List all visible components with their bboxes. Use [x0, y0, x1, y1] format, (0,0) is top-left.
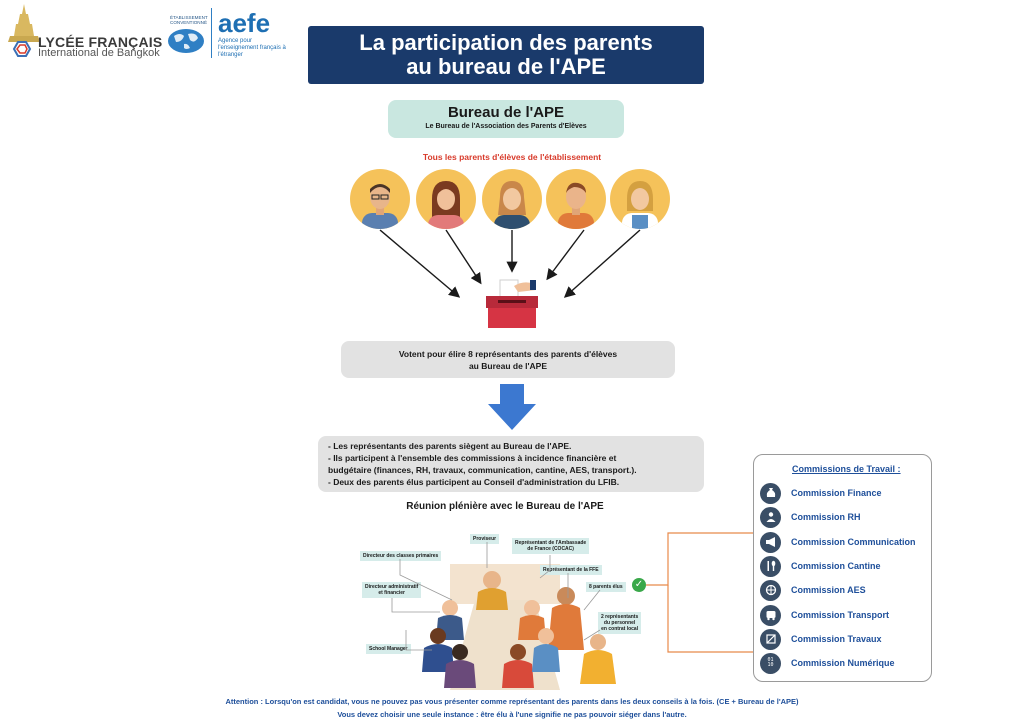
- commission-label: Commission AES: [791, 585, 866, 595]
- aefe-logo-text: aefe: [218, 8, 271, 38]
- footer-note: Vous devez choisir une seule instance : …: [337, 710, 687, 719]
- label-directeur-primaire: Directeur des classes primaires: [360, 551, 442, 561]
- commission-communication[interactable]: Commission Communication: [760, 531, 916, 553]
- label-personnel-line-2: du personnel: [603, 620, 636, 626]
- bureau-subtitle: Le Bureau de l'Association des Parents d…: [425, 123, 587, 130]
- commission-label: Commission Cantine: [791, 561, 881, 571]
- aefe-divider: [211, 8, 212, 58]
- people-icon: [760, 506, 781, 528]
- vote-line-1: Votent pour élire 8 représentants des pa…: [398, 348, 618, 359]
- info-line-1: - Les représentants des parents siègent …: [328, 441, 572, 451]
- parent-avatar-5: [610, 169, 670, 229]
- arrow-5: [563, 229, 641, 298]
- arrow-1: [379, 229, 461, 298]
- commission-label: Commission RH: [791, 512, 861, 522]
- parent-avatar-1: [350, 169, 410, 229]
- commission-label: Commission Communication: [791, 537, 916, 547]
- footer-warning: Attention : Lorsqu'on est candidat, vous…: [225, 697, 799, 706]
- commissions-heading: Commissions de Travail :: [792, 464, 901, 474]
- megaphone-icon: [760, 531, 781, 553]
- arrow-4: [546, 229, 585, 281]
- bureau-title: Bureau de l'APE: [447, 104, 565, 121]
- lfib-logo: [4, 2, 44, 58]
- cutlery-icon: [760, 555, 781, 577]
- aefe-badge: ÉTABLISSEMENT CONVENTIONNÉ: [170, 15, 208, 25]
- info-line-4: - Deux des parents élus participent au C…: [328, 477, 620, 487]
- vote-text-box: Votent pour élire 8 représentants des pa…: [341, 341, 675, 378]
- commissions-panel: [753, 454, 932, 682]
- commission-finance[interactable]: Commission Finance: [760, 482, 882, 504]
- commission-label: Commission Transport: [791, 610, 890, 620]
- label-ffe: Représentant de la FFE: [540, 565, 602, 575]
- meeting-illustration: [420, 560, 620, 690]
- title-line-1: La participation des parents: [359, 30, 653, 55]
- commission-aes[interactable]: Commission AES: [760, 579, 866, 601]
- school-name: LYCÉE FRANÇAIS: [38, 34, 163, 50]
- label-ambassade: Représentant de l'Ambassade de France (C…: [512, 538, 590, 554]
- commission-label: Commission Travaux: [791, 634, 882, 644]
- parent-avatar-4: [546, 169, 606, 229]
- reunion-title: Réunion plénière avec le Bureau de l'APE: [406, 501, 604, 512]
- info-line-3: budgétaire (finances, RH, travaux, commu…: [328, 465, 637, 475]
- arrow-2: [445, 229, 482, 285]
- globe-icon: [166, 26, 206, 56]
- parent-avatar-2: [416, 169, 476, 229]
- commission-travaux[interactable]: Commission Travaux: [760, 628, 882, 650]
- commission-rh[interactable]: Commission RH: [760, 506, 861, 528]
- label-ambassade-line-2: de France (COCAC): [527, 546, 574, 552]
- info-line-2: - Ils participent à l'ensemble des commi…: [328, 453, 617, 463]
- title-line-2: au bureau de l'APE: [406, 54, 606, 79]
- label-personnel-line-1: 2 représentants: [601, 614, 639, 620]
- label-ambassade-line-1: Représentant de l'Ambassade: [515, 540, 587, 546]
- label-daf: Directeur administratif et financier: [362, 582, 422, 598]
- all-parents-label: Tous les parents d'élèves de l'établisse…: [422, 152, 602, 162]
- commission-label: Commission Numérique: [791, 658, 895, 668]
- label-daf-line-1: Directeur administratif: [365, 584, 419, 590]
- label-school-manager: School Manager: [366, 644, 411, 654]
- info-box: - Les représentants des parents siègent …: [318, 436, 704, 492]
- school-subtitle: International de Bangkok: [38, 47, 160, 59]
- bus-icon: [760, 604, 781, 626]
- label-personnel-line-3: en contrat local: [601, 626, 639, 632]
- aefe-tagline: Agence pour l'enseignement français à l'…: [218, 38, 286, 58]
- commission-cantine[interactable]: Commission Cantine: [760, 555, 881, 577]
- sports-icon: [760, 579, 781, 601]
- check-icon: ✓: [632, 578, 646, 592]
- label-proviseur: Proviseur: [470, 534, 500, 544]
- ballot-box-icon: [484, 276, 540, 330]
- parent-avatar-3: [482, 169, 542, 229]
- label-personnel: 2 représentants du personnel en contrat …: [598, 612, 642, 634]
- down-arrow-icon: [488, 384, 536, 430]
- commission-transport[interactable]: Commission Transport: [760, 604, 889, 626]
- construction-icon: [760, 628, 781, 650]
- page-title: La participation des parents au bureau d…: [308, 26, 704, 84]
- commission-label: Commission Finance: [791, 488, 882, 498]
- label-daf-line-2: et financier: [378, 590, 406, 596]
- money-bag-icon: [760, 482, 781, 504]
- label-parents-elus: 8 parents élus: [586, 582, 626, 592]
- vote-line-2: au Bureau de l'APE: [468, 360, 548, 371]
- bureau-box: Bureau de l'APE Le Bureau de l'Associati…: [388, 100, 624, 138]
